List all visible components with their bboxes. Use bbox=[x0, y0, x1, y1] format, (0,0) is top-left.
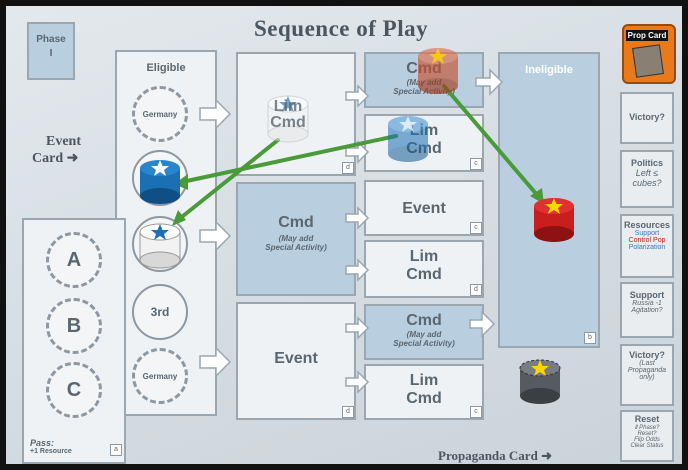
flow-arrow bbox=[345, 258, 370, 282]
prop-card-button[interactable]: Prop Card bbox=[622, 24, 676, 84]
flow-arrow bbox=[199, 346, 232, 378]
flow-arrow bbox=[469, 310, 496, 338]
cylinder-white-faded bbox=[267, 95, 309, 143]
flow-arrow bbox=[345, 140, 370, 164]
box-sub-label: Special Activity) bbox=[265, 243, 327, 252]
pass-tag: a bbox=[110, 444, 122, 456]
box-cmd-label: Cmd bbox=[406, 390, 442, 407]
box-cmd-label: Cmd bbox=[406, 266, 442, 283]
first-eligible-box-event[interactable]: Event d bbox=[236, 302, 356, 420]
star-icon bbox=[151, 48, 563, 376]
flow-arrow bbox=[199, 220, 232, 252]
flow-arrow bbox=[199, 98, 232, 130]
link-arrowhead bbox=[172, 210, 186, 226]
box-lim-label: Lim bbox=[409, 248, 439, 265]
reset-check[interactable]: Reset Ⅱ Phase? Reset? Flip Odds Clear St… bbox=[620, 410, 674, 462]
flow-arrow bbox=[345, 370, 370, 394]
eligible-label: Eligible bbox=[146, 62, 186, 74]
prop-card-label: Prop Card bbox=[626, 30, 668, 41]
cylinder-white bbox=[139, 223, 181, 269]
box-tag: d bbox=[342, 406, 354, 418]
pass-label: Pass: bbox=[30, 438, 55, 448]
box-sub-label: (May add bbox=[278, 234, 314, 243]
box-cmd-label: Cmd bbox=[278, 214, 314, 231]
victory-check-2[interactable]: Victory? (Last Propaganda only) bbox=[620, 344, 674, 406]
box-tag: c bbox=[470, 158, 482, 170]
pass-slot-b[interactable]: B bbox=[46, 298, 102, 354]
phase-number: I bbox=[49, 48, 53, 59]
cylinder-blue bbox=[140, 160, 180, 204]
ineligible-tag: b bbox=[584, 332, 596, 344]
pass-reward: +1 Resource bbox=[30, 448, 72, 455]
eligible-slot-3rd[interactable]: 3rd bbox=[132, 284, 188, 340]
phase-box[interactable]: Phase I bbox=[27, 22, 75, 80]
phase-label: Phase bbox=[36, 34, 66, 45]
link-arrowhead bbox=[174, 174, 188, 190]
flow-arrow bbox=[345, 206, 370, 230]
event-card-label: Event Card ➜ bbox=[32, 134, 81, 166]
second-box-event[interactable]: Event c bbox=[364, 180, 484, 236]
politics-check[interactable]: Politics Left ≤ cubes? bbox=[620, 150, 674, 208]
victory-check-1[interactable]: Victory? bbox=[620, 92, 674, 144]
board-surface: Sequence of Play Phase I Event Card ➜ El… bbox=[6, 6, 682, 464]
box-tag: d bbox=[342, 162, 354, 174]
second-box-limcmd-3[interactable]: Lim Cmd c bbox=[364, 364, 484, 420]
board-overlay bbox=[139, 48, 574, 404]
link-arrowhead bbox=[530, 188, 544, 204]
box-event-label: Event bbox=[274, 350, 318, 367]
link-line bbox=[180, 134, 398, 184]
eligible-slot-germany-2[interactable]: Germany bbox=[132, 348, 188, 404]
flow-arrow bbox=[475, 68, 504, 96]
box-cmd-label: Cmd bbox=[270, 114, 306, 131]
box-tag: c bbox=[470, 406, 482, 418]
box-cmd-label: Cmd bbox=[406, 312, 442, 329]
cylinder-blue-faded bbox=[388, 116, 428, 162]
support-check[interactable]: Support Russia -1 Agitation? bbox=[620, 282, 674, 338]
pass-slot-c[interactable]: C bbox=[46, 362, 102, 418]
cylinder-red-faded bbox=[418, 48, 458, 94]
flow-arrow bbox=[345, 316, 370, 340]
box-sub-label: (May add bbox=[406, 330, 442, 339]
flow-arrow bbox=[345, 84, 370, 108]
box-sub-label: Special Activity) bbox=[393, 339, 455, 348]
box-tag: c bbox=[470, 222, 482, 234]
resources-check[interactable]: Resources Support Control Pop Polarizati… bbox=[620, 214, 674, 278]
link-line bbox=[176, 138, 280, 222]
page-title: Sequence of Play bbox=[254, 16, 429, 41]
propaganda-card-label: Propaganda Card ➜ bbox=[438, 448, 552, 463]
box-lim-label: Lim bbox=[409, 372, 439, 389]
box-lim-label: Lim bbox=[273, 98, 303, 115]
first-eligible-box-cmd[interactable]: Cmd (May add Special Activity) bbox=[236, 182, 356, 296]
link-line bbox=[442, 84, 540, 198]
second-box-limcmd-2[interactable]: Lim Cmd d bbox=[364, 240, 484, 298]
pass-slot-a[interactable]: A bbox=[46, 232, 102, 288]
box-event-label: Event bbox=[402, 200, 446, 217]
eligible-slot-germany[interactable]: Germany bbox=[132, 86, 188, 142]
ineligible-label: Ineligible bbox=[525, 64, 573, 76]
box-tag: d bbox=[470, 284, 482, 296]
